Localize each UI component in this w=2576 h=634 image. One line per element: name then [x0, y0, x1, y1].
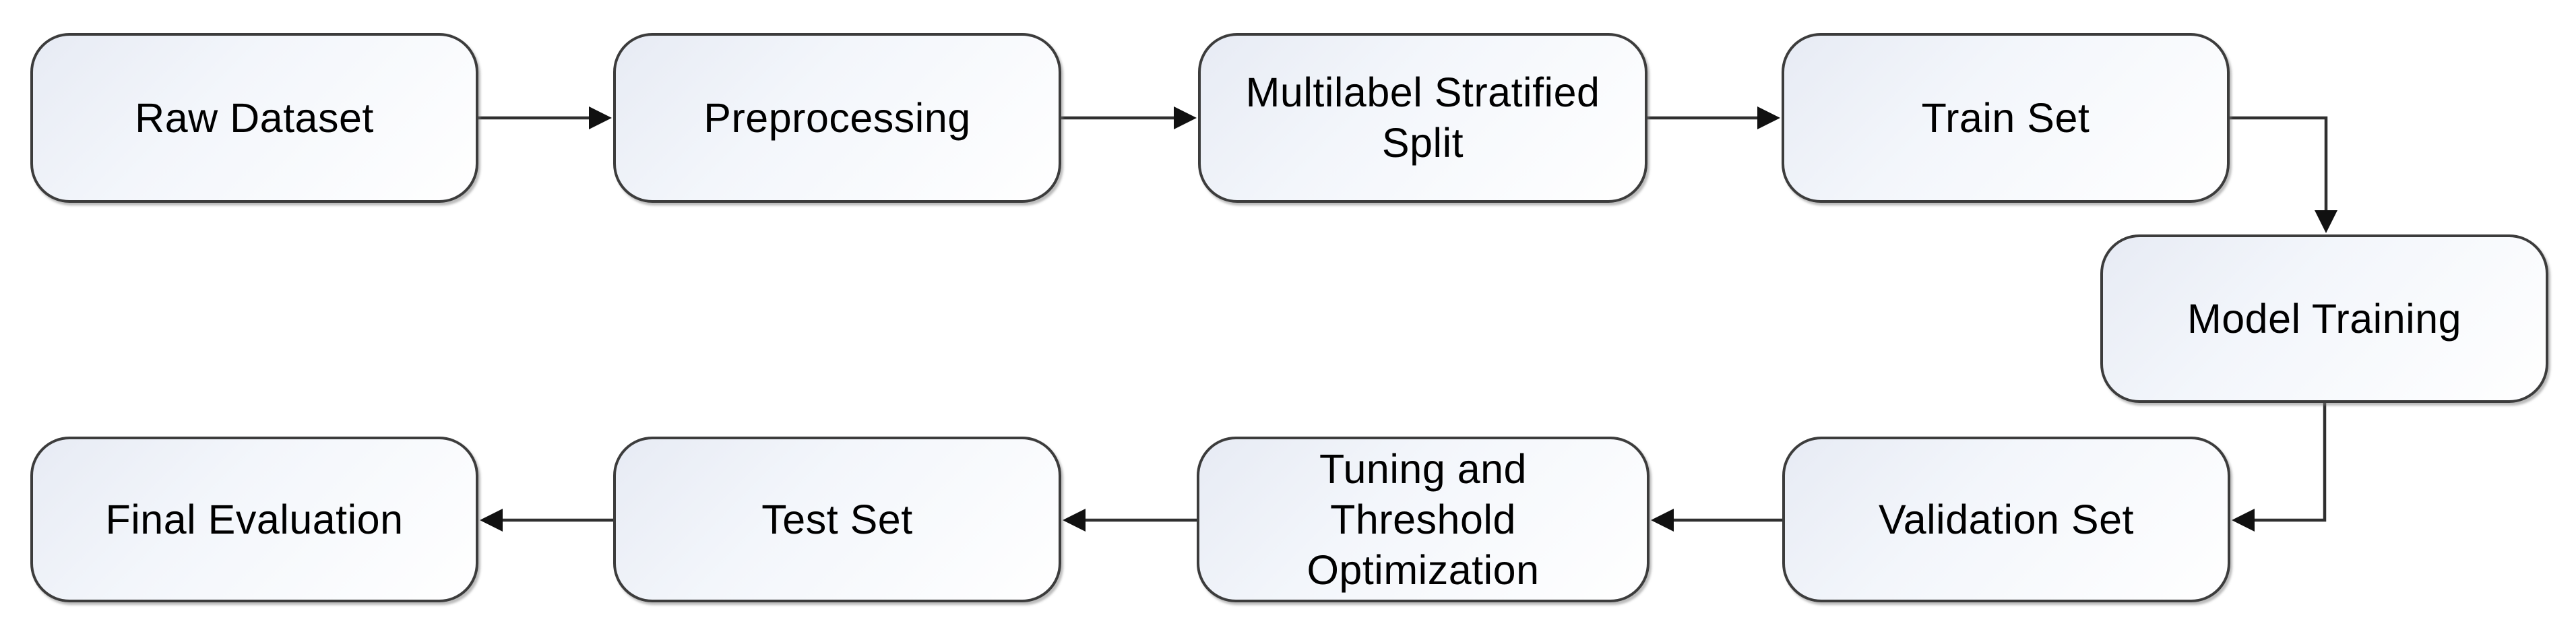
node-label: Model Training — [2187, 294, 2461, 344]
edge-model-training-to-validation-set — [2232, 403, 2327, 532]
arrowhead-icon — [589, 106, 612, 129]
node-label: Raw Dataset — [135, 93, 374, 144]
edge-train-set-to-model-training — [2230, 116, 2337, 233]
node-label-line: Multilabel Stratified — [1245, 69, 1600, 115]
arrowhead-icon — [2315, 210, 2337, 233]
flowchart-node-test-set: Test Set — [613, 437, 1061, 602]
node-label-line: Validation Set — [1879, 496, 2134, 542]
node-label: Train Set — [1922, 93, 2090, 144]
node-label-line: Raw Dataset — [135, 94, 374, 141]
node-label: Final Evaluation — [105, 495, 403, 545]
node-label-line: Threshold — [1330, 496, 1516, 542]
flowchart-node-train-set: Train Set — [1782, 33, 2230, 203]
flowchart-node-model-training: Model Training — [2100, 234, 2548, 403]
node-label-line: Tuning and — [1319, 445, 1527, 492]
flowchart-node-preprocessing: Preprocessing — [613, 33, 1061, 203]
node-label-line: Train Set — [1921, 94, 2090, 141]
arrowhead-icon — [480, 509, 503, 532]
node-label-line: Test Set — [761, 496, 913, 542]
arrowhead-icon — [1174, 106, 1197, 129]
connector-line — [2230, 116, 2328, 214]
edge-test-set-to-final-evaluation — [480, 509, 613, 532]
node-label: Preprocessing — [703, 93, 970, 144]
edge-multilabel-stratified-split-to-train-set — [1647, 106, 1780, 129]
node-label-line: Model Training — [2187, 295, 2462, 342]
node-label-line: Split — [1381, 120, 1464, 166]
edge-validation-set-to-tuning-threshold-optimization — [1651, 509, 1782, 532]
node-label-line: Final Evaluation — [105, 496, 404, 542]
arrowhead-icon — [2232, 509, 2255, 532]
node-label: Test Set — [761, 495, 912, 545]
arrowhead-icon — [1063, 509, 1086, 532]
edge-tuning-threshold-optimization-to-test-set — [1063, 509, 1197, 532]
connector-line — [2251, 403, 2327, 522]
flowchart-node-validation-set: Validation Set — [1782, 437, 2230, 602]
edge-raw-dataset-to-preprocessing — [478, 106, 612, 129]
arrowhead-icon — [1651, 509, 1674, 532]
node-label: Validation Set — [1879, 495, 2134, 545]
flowchart-node-raw-dataset: Raw Dataset — [30, 33, 478, 203]
node-label-line: Preprocessing — [703, 94, 971, 141]
flowchart-node-final-evaluation: Final Evaluation — [30, 437, 478, 602]
arrowhead-icon — [1757, 106, 1780, 129]
node-label-line: Optimization — [1307, 546, 1540, 593]
edge-preprocessing-to-multilabel-stratified-split — [1061, 106, 1197, 129]
